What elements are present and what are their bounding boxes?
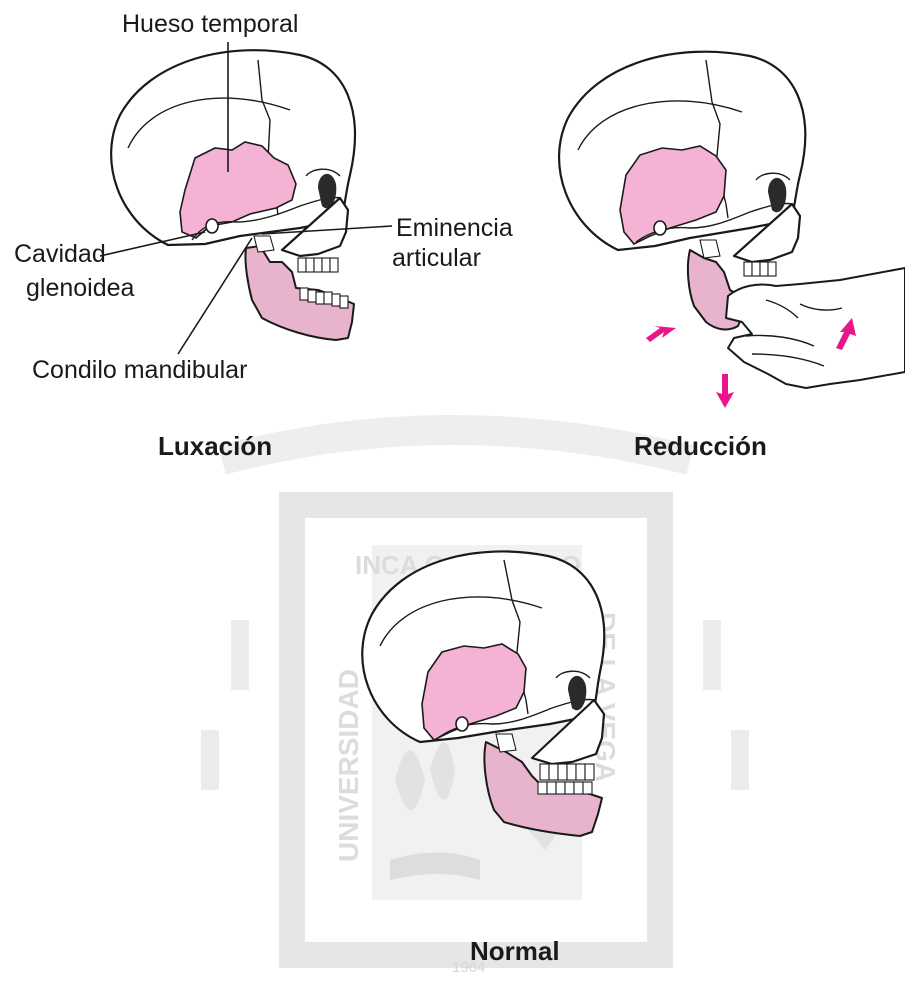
skull-reduction: [559, 52, 905, 408]
watermark-left-text: UNIVERSIDAD: [333, 669, 364, 862]
caption-luxacion: Luxación: [158, 431, 272, 461]
upper-teeth: [540, 764, 594, 780]
upper-teeth: [744, 262, 776, 276]
label-condilo-mandibular: Condilo mandibular: [32, 356, 247, 384]
label-eminencia-line2: articular: [392, 244, 481, 272]
hand: [726, 268, 905, 388]
arrow-down: [716, 374, 734, 408]
label-cavidad-line1: Cavidad: [14, 240, 106, 268]
skull-luxation: [111, 50, 355, 340]
label-hueso-temporal: Hueso temporal: [122, 10, 298, 38]
label-cavidad-line2: glenoidea: [26, 274, 135, 302]
upper-teeth: [298, 258, 338, 272]
caption-normal: Normal: [470, 936, 560, 966]
lower-teeth: [538, 782, 592, 794]
arrow-down-left: [646, 326, 676, 342]
label-eminencia-line1: Eminencia: [396, 214, 513, 242]
caption-reduccion: Reducción: [634, 431, 767, 461]
